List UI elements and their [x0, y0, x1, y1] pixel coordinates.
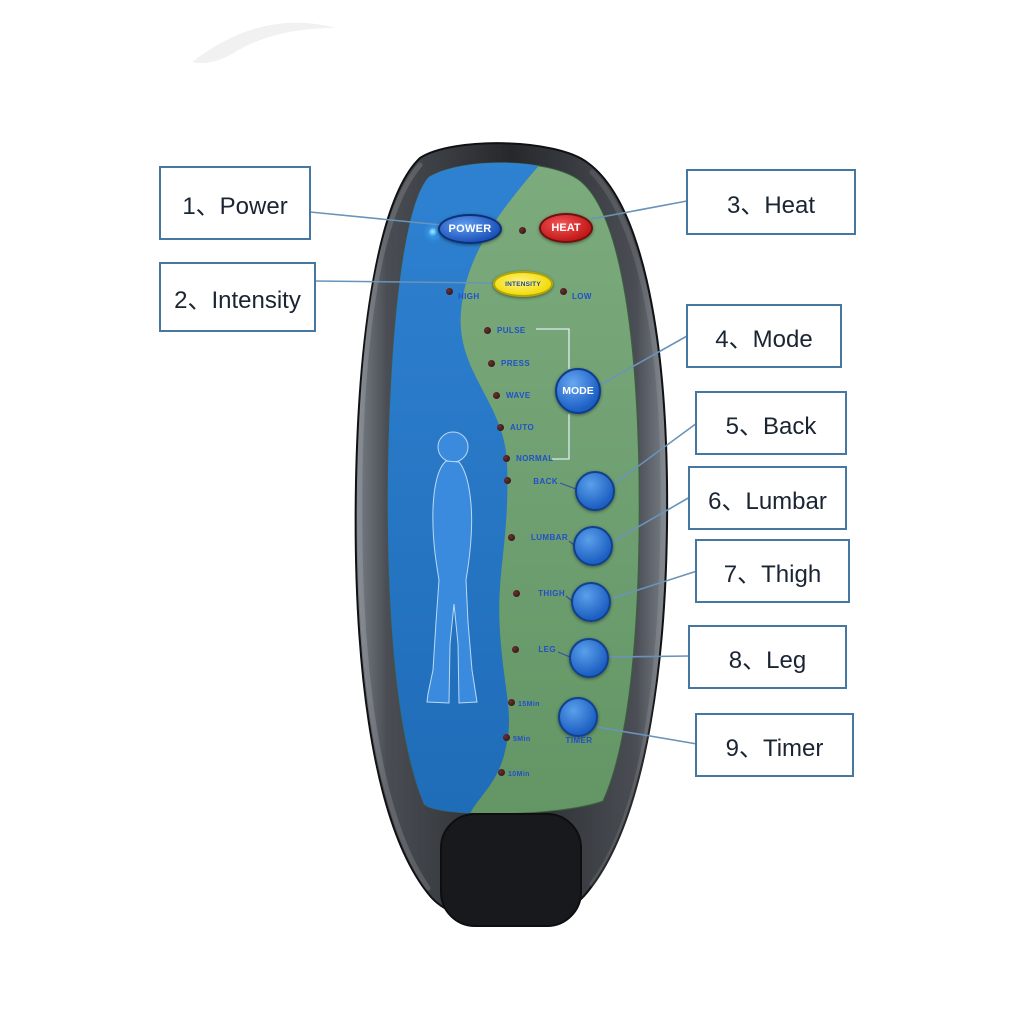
- thigh-button[interactable]: [571, 582, 611, 622]
- intensity-high-led: [446, 288, 453, 295]
- intensity-low-label: LOW: [572, 292, 592, 301]
- device-edge-highlight-left: [357, 162, 431, 891]
- back-button[interactable]: [575, 471, 615, 511]
- mode-pulse-label: PULSE: [497, 326, 526, 335]
- intensity-low-led: [560, 288, 567, 295]
- intensity-button[interactable]: INTENSITY: [493, 271, 553, 297]
- leader-line-heat: [590, 200, 688, 220]
- heat-button[interactable]: HEAT: [539, 213, 593, 243]
- callout-back: 5、Back: [695, 391, 847, 455]
- callout-heat-label: 3、Heat: [726, 191, 816, 219]
- leader-line-power: [309, 211, 453, 227]
- device-bottom-cap: [440, 813, 582, 927]
- timer-15min-label: 15Min: [518, 701, 540, 708]
- timer-label: TIMER: [565, 736, 593, 745]
- callout-mode-label: 4、Mode: [715, 325, 813, 353]
- leg-label: LEG: [538, 645, 556, 654]
- intensity-high-label: HIGH: [458, 292, 480, 301]
- leg-led: [512, 646, 519, 653]
- leader-line-timer: [596, 726, 698, 745]
- mode-normal-label: NORMAL: [516, 454, 554, 463]
- leader-line-intensity: [314, 280, 494, 284]
- mode-bracket-top: [536, 328, 570, 369]
- callout-intensity: 2、Intensity: [159, 262, 316, 332]
- timer-button[interactable]: [558, 697, 598, 737]
- mode-pulse-led: [484, 327, 491, 334]
- leader-line-thigh: [609, 570, 698, 600]
- callout-leg-label: 8、Leg: [728, 646, 807, 674]
- mode-press-label: PRESS: [501, 359, 531, 368]
- timer-15min-led: [508, 699, 515, 706]
- mode-auto-led: [497, 424, 504, 431]
- back-label: BACK: [533, 477, 558, 486]
- lumbar-label: LUMBAR: [530, 533, 568, 542]
- leader-line-lumbar: [611, 496, 691, 543]
- thigh-label: THIGH: [538, 589, 565, 598]
- mode-bracket-bottom: [552, 414, 570, 460]
- callout-intensity-label: 2、Intensity: [174, 286, 301, 314]
- callout-timer-label: 9、Timer: [725, 734, 824, 762]
- callout-lumbar-label: 6、Lumbar: [708, 487, 827, 515]
- power-led: [429, 228, 438, 237]
- thigh-led: [513, 590, 520, 597]
- back-led: [504, 477, 511, 484]
- timer-5min-led: [503, 734, 510, 741]
- human-figure-icon: [426, 431, 478, 704]
- mode-wave-led: [493, 392, 500, 399]
- power-button[interactable]: POWER: [438, 214, 502, 244]
- callout-timer: 9、Timer: [695, 713, 854, 777]
- leg-button[interactable]: [569, 638, 609, 678]
- leader-line-leg: [607, 655, 691, 658]
- callout-lumbar: 6、Lumbar: [688, 466, 847, 530]
- callout-thigh-label: 7、Thigh: [723, 560, 822, 588]
- callout-back-label: 5、Back: [725, 412, 817, 440]
- callout-leg: 8、Leg: [688, 625, 847, 689]
- callout-mode: 4、Mode: [686, 304, 842, 368]
- lumbar-button[interactable]: [573, 526, 613, 566]
- timer-10min-label: 10Min: [508, 771, 530, 778]
- lumbar-led: [508, 534, 515, 541]
- mode-button[interactable]: MODE: [555, 368, 601, 414]
- leader-line-mode: [599, 335, 688, 386]
- watermark-swoosh: [192, 22, 336, 63]
- heat-led: [519, 227, 526, 234]
- callout-power: 1、Power: [159, 166, 311, 240]
- mode-wave-label: WAVE: [506, 391, 531, 400]
- callout-power-label: 1、Power: [182, 192, 288, 220]
- mode-auto-label: AUTO: [510, 423, 535, 432]
- callout-heat: 3、Heat: [686, 169, 856, 235]
- mode-normal-led: [503, 455, 510, 462]
- callout-thigh: 7、Thigh: [695, 539, 850, 603]
- timer-5min-label: 5Min: [513, 736, 531, 743]
- device-edge-highlight-right: [589, 169, 666, 887]
- leader-line-back: [613, 422, 698, 485]
- mode-press-led: [488, 360, 495, 367]
- timer-10min-led: [498, 769, 505, 776]
